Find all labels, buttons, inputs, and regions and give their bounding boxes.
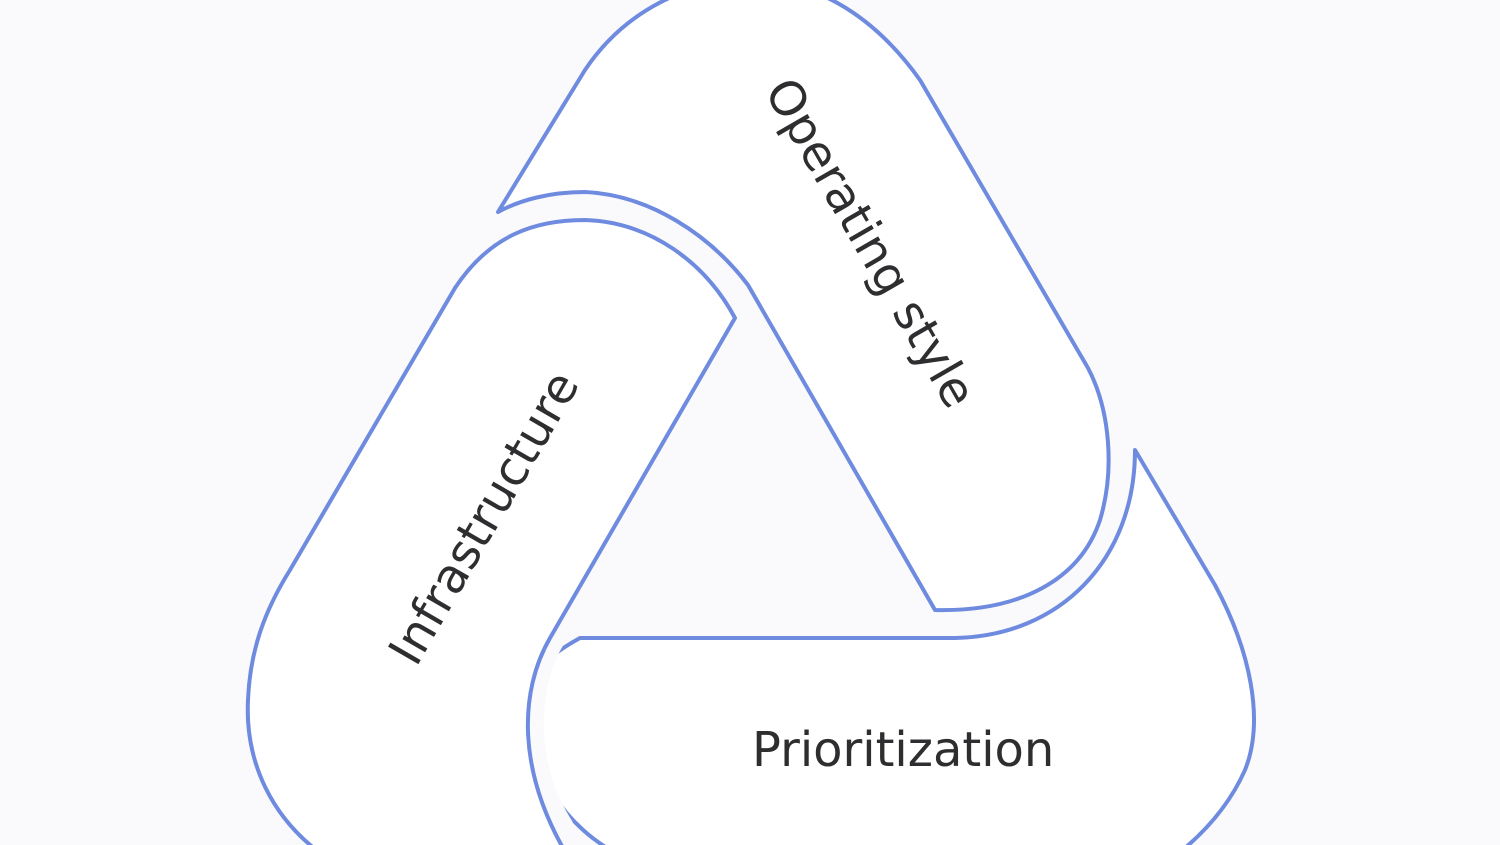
segment-operating-style — [485, 0, 1124, 626]
segment-infrastructure — [245, 218, 748, 845]
label-prioritization: Prioritization — [752, 722, 1055, 778]
